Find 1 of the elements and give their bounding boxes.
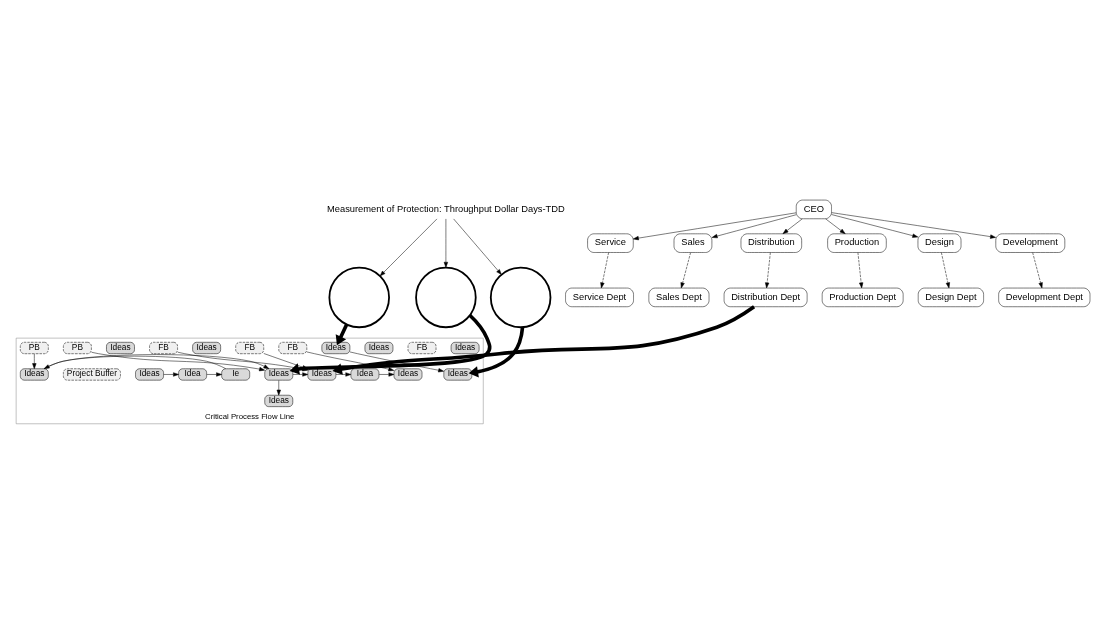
node-text: Measurement of Protection: Throughput Dollar Days-TDD (327, 203, 565, 214)
